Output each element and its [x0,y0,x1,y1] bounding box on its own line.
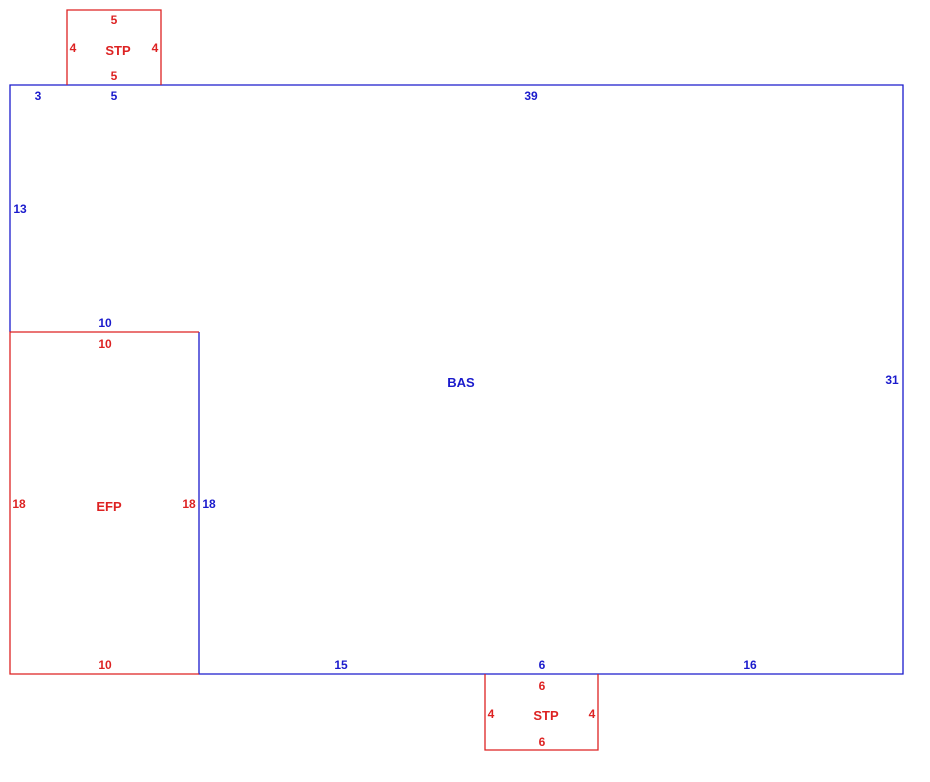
bas-dim-top-mid: 5 [111,89,118,103]
bas-dim-left: 13 [13,202,27,216]
efp-dim-left: 18 [12,497,26,511]
stp-bottom-area-code: STP [533,708,559,723]
efp-outline [9,331,199,675]
stp-top-dim-bottom: 5 [111,69,118,83]
stp-bottom-dim-right: 4 [589,707,596,721]
stp-top-dim-left: 4 [70,41,77,55]
bas-dim-bottom-mid: 6 [539,658,546,672]
efp-area-code: EFP [96,499,122,514]
stp-top-area-code: STP [105,43,131,58]
efp-dim-top: 10 [98,337,112,351]
stp-bottom-outline [484,674,599,751]
stp-bottom-dim-top: 6 [539,679,546,693]
stp-bottom-dim-bottom: 6 [539,735,546,749]
bas-dim-bottom-right: 16 [743,658,757,672]
bas-dim-efp-top: 10 [98,316,112,330]
bas-dim-efp-side: 18 [202,497,216,511]
efp-dim-right: 18 [182,497,196,511]
stp-top-dim-right: 4 [152,41,159,55]
bas-dim-top-left: 3 [35,89,42,103]
stp-bottom-dim-left: 4 [488,707,495,721]
stp-top-outline [66,9,162,85]
efp-dim-bottom: 10 [98,658,112,672]
bas-dim-top: 39 [524,89,538,103]
bas-area-code: BAS [447,375,475,390]
stp-top-dim-top: 5 [111,13,118,27]
bas-outline [9,84,904,675]
bas-dim-bottom-left: 15 [334,658,348,672]
bas-dim-right: 31 [885,373,899,387]
